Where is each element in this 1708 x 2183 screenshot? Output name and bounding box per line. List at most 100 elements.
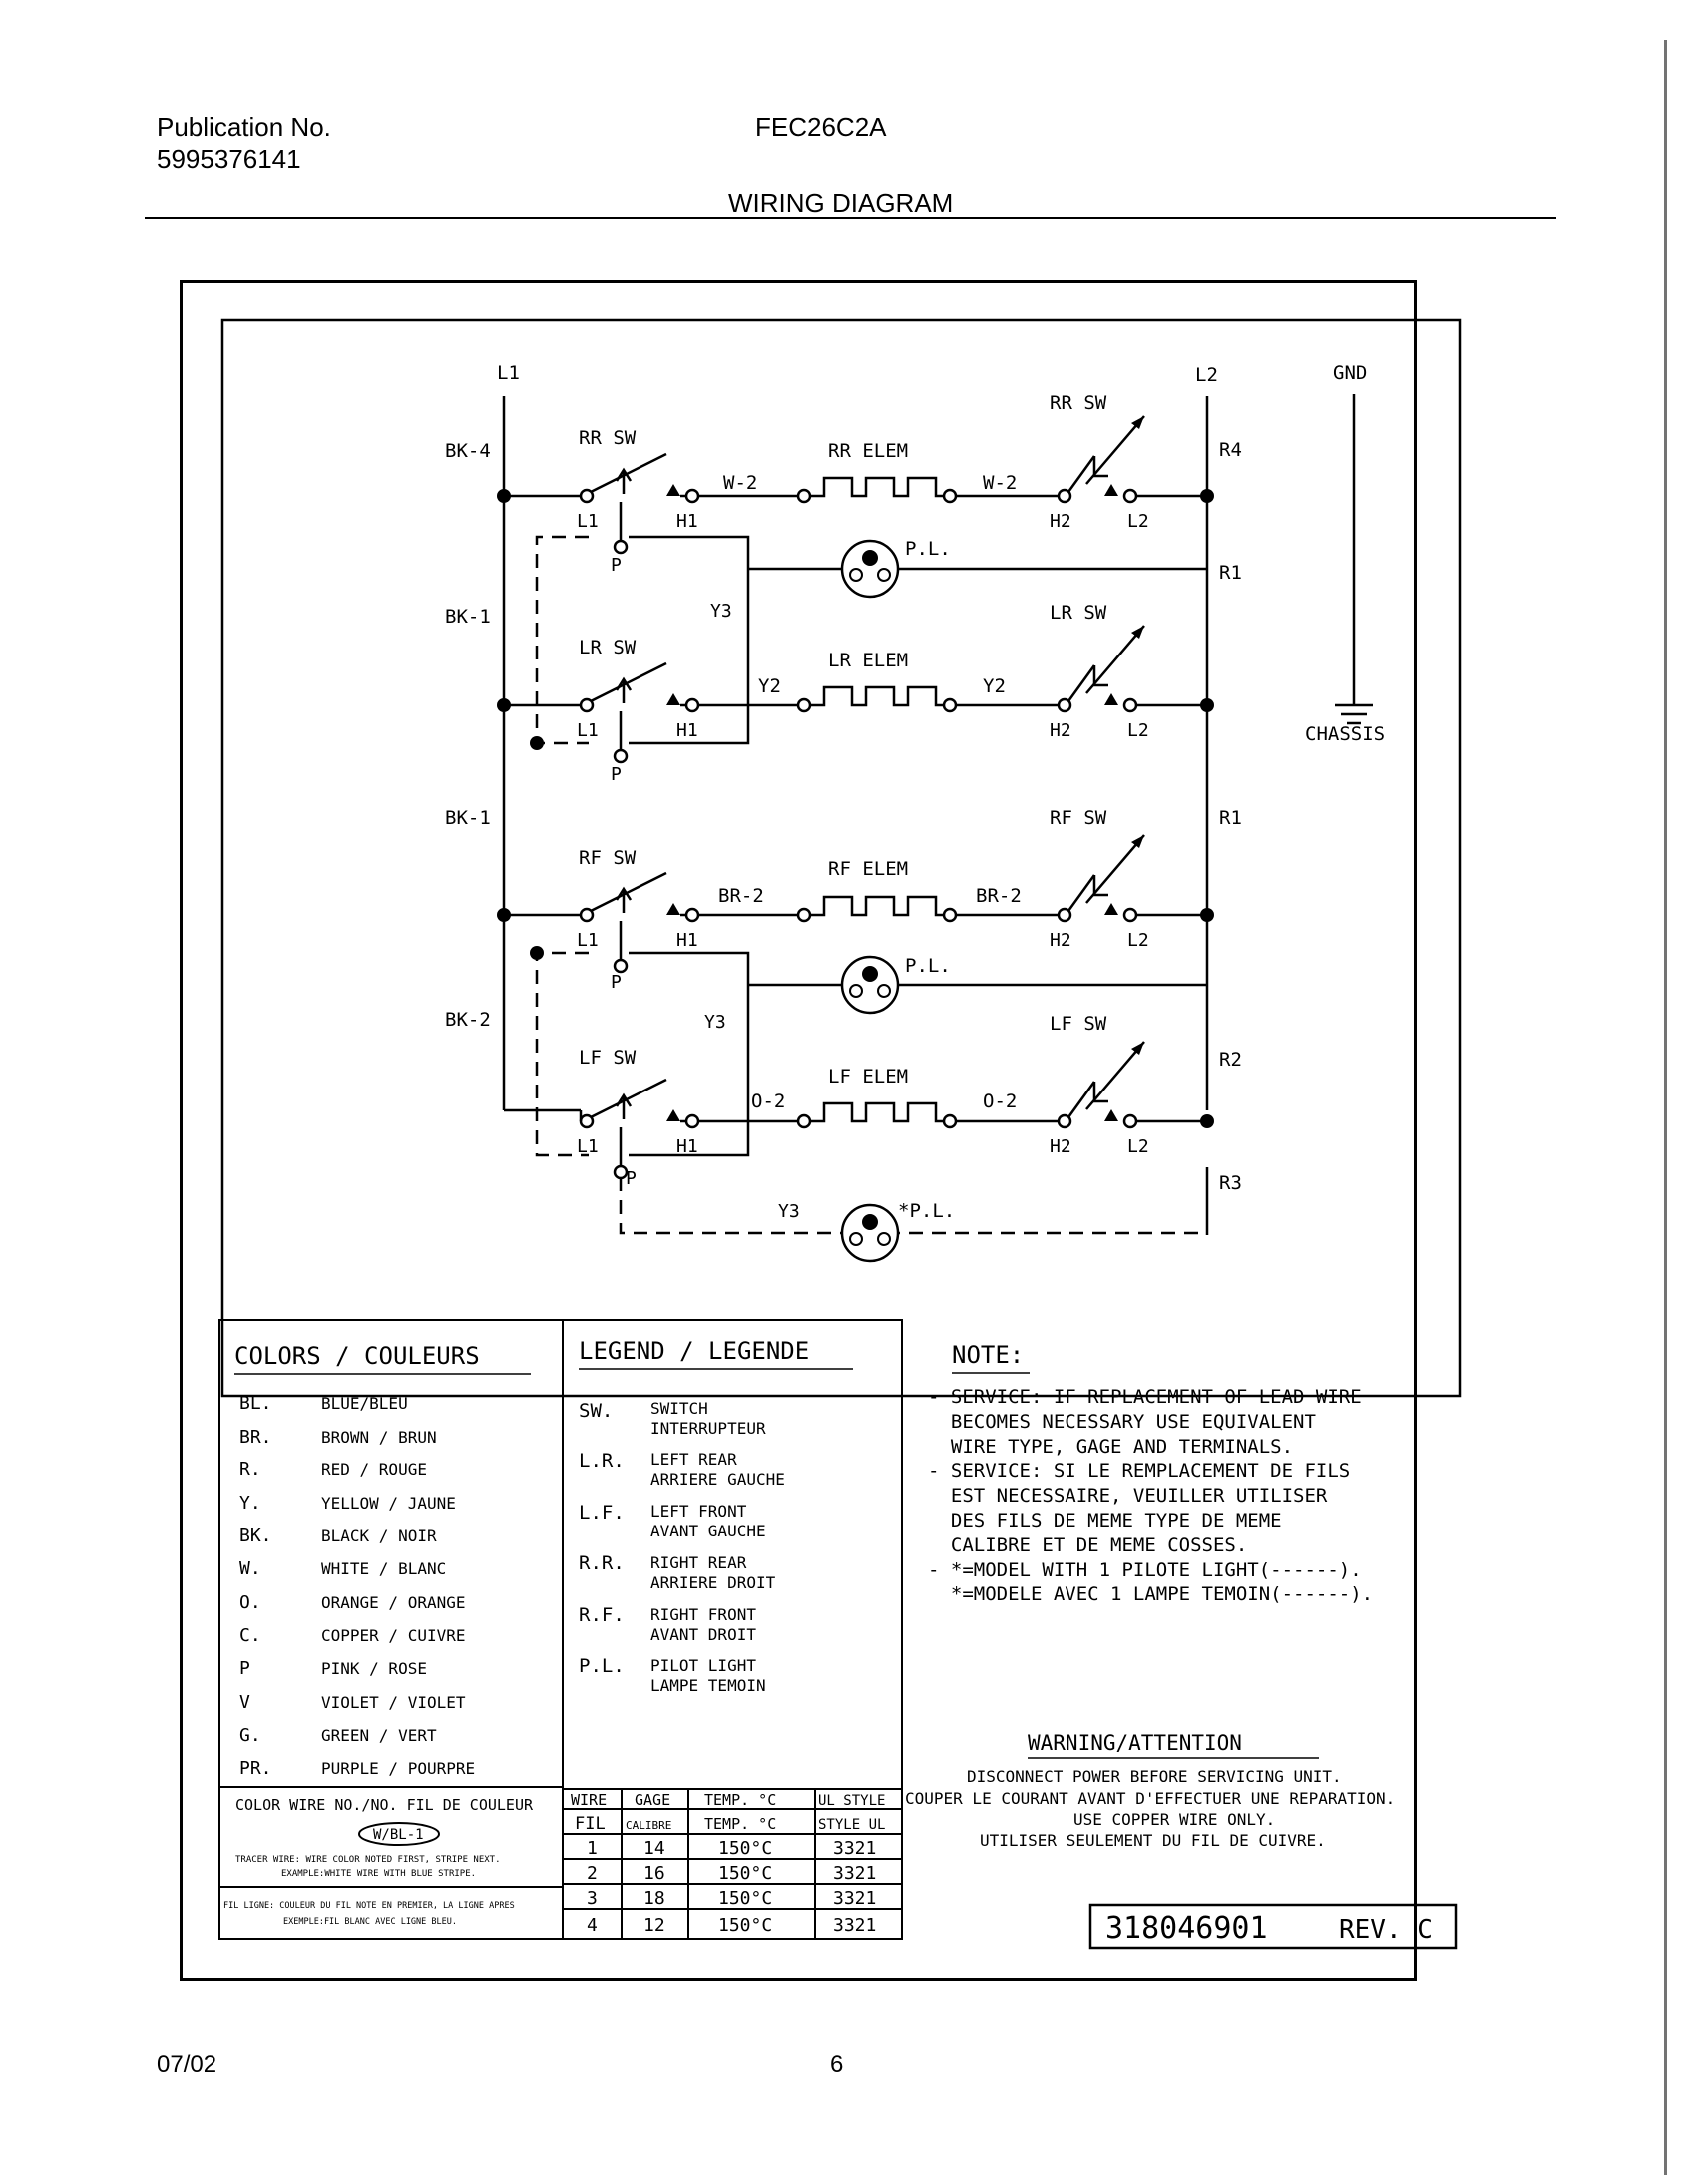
fil-note: EXEMPLE:FIL BLANC AVEC LIGNE BLEU. (283, 1917, 457, 1927)
contact-label: L1 (577, 511, 599, 532)
color-name: YELLOW / JAUNE (321, 1494, 456, 1513)
color-code: V (239, 1692, 250, 1713)
colors-list: BL. BLUE/BLEU BR. BROWN / BRUN R. RED / … (239, 1393, 475, 1779)
table-header: TEMP. °C (704, 1791, 776, 1809)
color-code: P (239, 1658, 250, 1679)
diagram-frame (180, 280, 1417, 1981)
legend-fr: ARRIERE DROIT (650, 1573, 776, 1592)
right-wire-label: R4 (1219, 439, 1242, 461)
example-badge: W/BL-1 (373, 1827, 424, 1843)
table-cell: 3321 (833, 1888, 876, 1909)
switch-label: RF SW (1050, 807, 1107, 829)
publication-label: Publication No. (157, 112, 331, 142)
color-name: BROWN / BRUN (321, 1428, 437, 1447)
header-rule (145, 217, 1556, 219)
switch-label: RR SW (579, 427, 637, 449)
legend-en: SWITCH (650, 1399, 708, 1418)
legend-en: RIGHT FRONT (650, 1605, 756, 1624)
contact-label: L1 (577, 930, 599, 951)
contact-label: H2 (1050, 1136, 1071, 1157)
warning-title: WARNING/ATTENTION (1028, 1731, 1242, 1755)
color-code: BR. (239, 1427, 272, 1448)
color-name: WHITE / BLANC (321, 1559, 446, 1578)
legend-code: L.R. (579, 1450, 625, 1472)
legend-en: LEFT FRONT (650, 1502, 747, 1521)
note-title: NOTE: (952, 1341, 1024, 1369)
legend-code: R.F. (579, 1604, 625, 1626)
color-name: BLUE/BLEU (321, 1394, 408, 1413)
pilot-wire-label: Y3 (778, 1201, 800, 1222)
section-title: WIRING DIAGRAM (728, 188, 954, 218)
warning-line: COUPER LE COURANT AVANT D'EFFECTUER UNE … (905, 1789, 1395, 1808)
color-wire-title: COLOR WIRE NO./NO. FIL DE COULEUR (235, 1796, 534, 1814)
footer-date: 07/02 (157, 2051, 217, 2078)
color-name: VIOLET / VIOLET (321, 1693, 466, 1712)
note-line: - *=MODEL WITH 1 PILOTE LIGHT(------). (928, 1559, 1362, 1581)
table-cell: 150°C (718, 1838, 772, 1859)
table-cell: 12 (643, 1915, 665, 1936)
contact-label: H1 (676, 511, 698, 532)
table-cell: 2 (587, 1863, 598, 1884)
warning-line: UTILISER SEULEMENT DU FIL DE CUIVRE. (980, 1831, 1326, 1850)
note-line: CALIBRE ET DE MEME COSSES. (928, 1534, 1247, 1556)
contact-label: P (626, 1168, 637, 1189)
color-code: BL. (239, 1393, 272, 1414)
element-label: RF ELEM (828, 858, 908, 880)
footer-page-number: 6 (830, 2051, 844, 2078)
switch-label: RF SW (579, 847, 637, 869)
color-code: PR. (239, 1758, 272, 1779)
note-line: DES FILS DE MEME TYPE DE MEME (928, 1510, 1282, 1531)
contact-label: H1 (676, 720, 698, 741)
color-code: O. (239, 1592, 261, 1613)
legend-en: RIGHT REAR (650, 1553, 747, 1572)
table-cell: 18 (643, 1888, 665, 1909)
color-code: G. (239, 1725, 261, 1746)
note-line: - SERVICE: IF REPLACEMENT OF LEAD WIRE (928, 1386, 1362, 1408)
table-cell: 150°C (718, 1863, 772, 1884)
contact-label: L2 (1127, 930, 1149, 951)
color-name: RED / ROUGE (321, 1460, 427, 1479)
part-number: 318046901 (1105, 1911, 1268, 1946)
switch-label: RR SW (1050, 392, 1107, 414)
wire-label: O-2 (983, 1091, 1017, 1112)
pilot-wire-label: Y3 (710, 601, 732, 622)
color-name: PINK / ROSE (321, 1659, 427, 1678)
note-line: *=MODELE AVEC 1 LAMPE TEMOIN(------). (928, 1583, 1373, 1605)
right-wire-label: R3 (1219, 1172, 1242, 1194)
legend-code: SW. (579, 1400, 613, 1422)
contact-label: L1 (577, 720, 599, 741)
switch-label: LF SW (1050, 1013, 1107, 1035)
table-header: FIL (575, 1814, 606, 1834)
pilot-light-label: *P.L. (898, 1200, 955, 1222)
legend-code: R.R. (579, 1552, 625, 1574)
pilot-light-label: P.L. (905, 538, 951, 560)
table-header: UL STYLE (818, 1793, 885, 1809)
left-wire-label: BK-4 (445, 440, 491, 462)
legend-fr: LAMPE TEMOIN (650, 1676, 766, 1695)
right-wire-label: R1 (1219, 562, 1242, 584)
left-wire-label: BK-2 (445, 1009, 491, 1031)
table-cell: 3 (587, 1888, 598, 1909)
table-cell: 16 (643, 1863, 665, 1884)
scan-edge-line (1664, 40, 1667, 2175)
table-header: CALIBRE (626, 1819, 671, 1832)
chassis-label: CHASSIS (1305, 723, 1385, 745)
contact-label: H1 (676, 1136, 698, 1157)
wire-label: W-2 (983, 472, 1017, 494)
table-cell: 150°C (718, 1888, 772, 1909)
legend-code: P.L. (579, 1655, 625, 1677)
wire-label: BR-2 (718, 885, 764, 907)
color-code: BK. (239, 1526, 272, 1546)
switch-label: LR SW (579, 637, 637, 658)
wire-label: O-2 (751, 1091, 785, 1112)
wire-label: BR-2 (976, 885, 1022, 907)
pilot-wire-label: Y3 (704, 1012, 726, 1033)
color-name: BLACK / NOIR (321, 1527, 437, 1545)
table-cell: 1 (587, 1838, 598, 1859)
table-header: STYLE UL (818, 1817, 885, 1833)
contact-label: H2 (1050, 720, 1071, 741)
color-name: GREEN / VERT (321, 1726, 437, 1745)
element-label: RR ELEM (828, 440, 908, 462)
left-wire-label: BK-1 (445, 606, 491, 628)
